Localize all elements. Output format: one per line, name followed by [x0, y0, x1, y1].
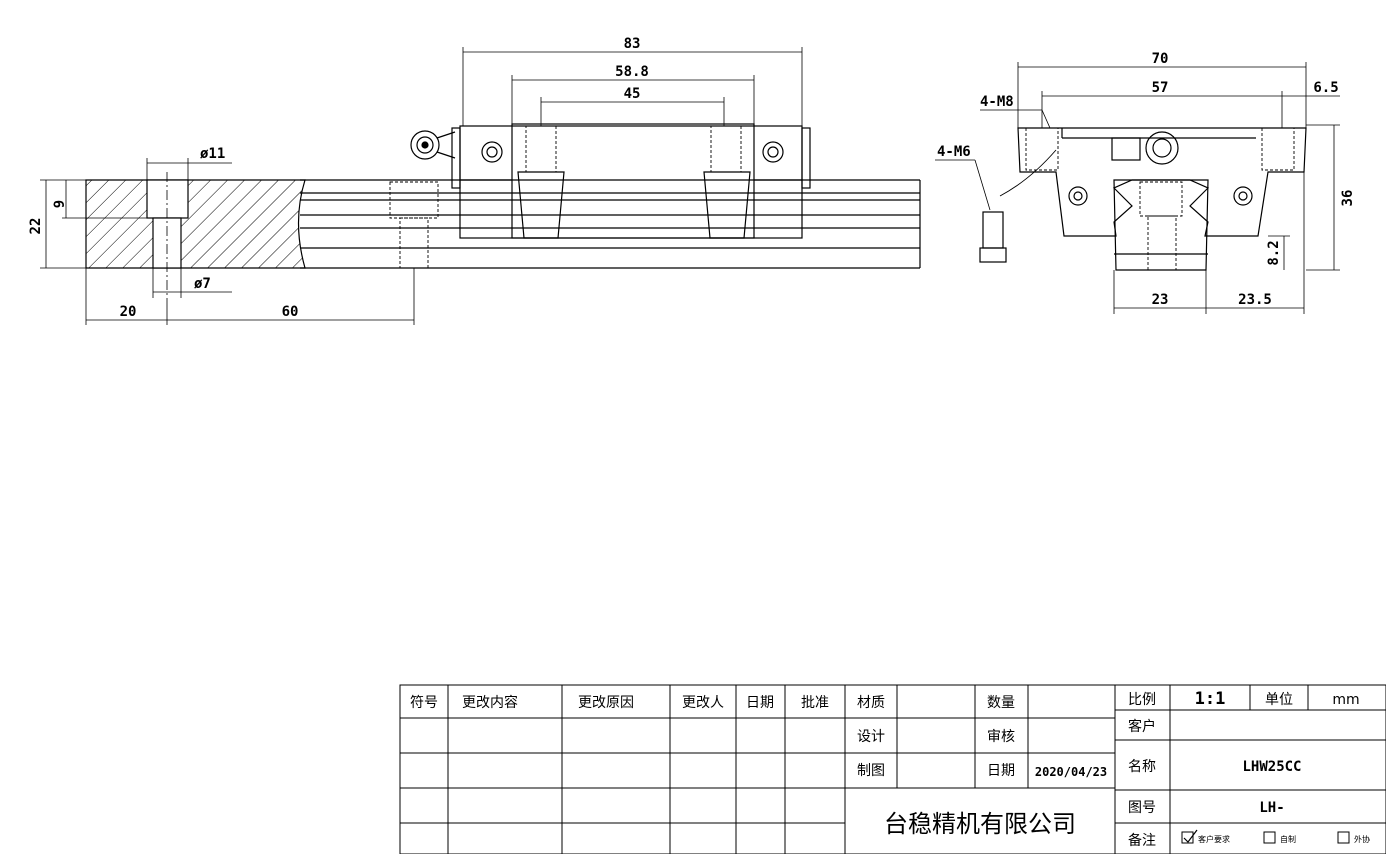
label-quantity: 数量	[987, 695, 1015, 711]
front-seal-screw-right	[762, 141, 784, 163]
label-customer: 客户	[1128, 718, 1156, 735]
dim-45: 45	[624, 86, 641, 102]
dim-60: 60	[282, 304, 299, 320]
check-mark	[1183, 829, 1198, 843]
th-change-reason: 更改原因	[578, 695, 634, 711]
end-view	[935, 62, 1340, 314]
block-body	[459, 125, 803, 239]
title-block	[399, 684, 1386, 854]
date-value: 2020/04/23	[1035, 765, 1107, 779]
dim-d7: ø7	[194, 276, 211, 292]
th-date: 日期	[746, 695, 774, 711]
rail-section-hatch	[85, 179, 306, 269]
dim-20: 20	[120, 304, 137, 320]
unit-value: mm	[1332, 692, 1359, 708]
grease-nipple	[410, 130, 440, 160]
remark-self-made: 自制	[1280, 834, 1296, 844]
side-view	[40, 158, 921, 325]
label-4-m8: 4-M8	[980, 94, 1014, 110]
label-name: 名称	[1128, 759, 1156, 775]
th-change-content: 更改内容	[462, 694, 518, 711]
front-view	[410, 47, 811, 239]
drawing-no-value: LH-	[1259, 800, 1284, 816]
label-material: 材质	[857, 695, 885, 711]
dim-22: 22	[28, 218, 44, 235]
rail-cross-section	[1113, 179, 1209, 271]
dim-58-8: 58.8	[615, 64, 649, 80]
hidden-hole	[399, 217, 429, 269]
th-changed-by: 更改人	[682, 695, 724, 711]
dim-83: 83	[624, 36, 641, 52]
remark-customer-req: 客户要求	[1198, 834, 1230, 844]
name-value: LHW25CC	[1242, 759, 1301, 775]
dim-6-5: 6.5	[1313, 80, 1338, 96]
label-drawing-no: 图号	[1128, 800, 1156, 816]
label-date: 日期	[987, 763, 1015, 779]
scale-value: 1:1	[1195, 689, 1226, 709]
label-4-m6: 4-M6	[937, 144, 971, 160]
dim-8-2: 8.2	[1266, 240, 1282, 265]
counterbore	[146, 179, 189, 219]
bolt	[982, 211, 1004, 249]
label-draw: 制图	[857, 763, 885, 779]
label-unit: 单位	[1265, 692, 1293, 708]
through-hole	[152, 217, 182, 269]
dim-9: 9	[52, 200, 68, 208]
dim-23: 23	[1152, 292, 1169, 308]
dim-23-5: 23.5	[1238, 292, 1272, 308]
label-scale: 比例	[1128, 692, 1156, 708]
th-symbol: 符号	[410, 695, 438, 711]
end-grease-nipple	[1145, 131, 1179, 165]
company-name: 台稳精机有限公司	[884, 810, 1076, 838]
remark-outsourced: 外协	[1354, 834, 1370, 844]
label-design: 设计	[857, 729, 885, 745]
dim-57: 57	[1152, 80, 1169, 96]
label-review: 审核	[987, 729, 1015, 745]
dim-36: 36	[1340, 190, 1356, 207]
label-remarks: 备注	[1128, 832, 1156, 849]
hidden-counterbore	[389, 181, 439, 219]
dim-d11: ø11	[200, 146, 225, 162]
front-seal-screw-left	[481, 141, 503, 163]
th-approve: 批准	[801, 695, 829, 711]
dim-70: 70	[1152, 51, 1169, 67]
